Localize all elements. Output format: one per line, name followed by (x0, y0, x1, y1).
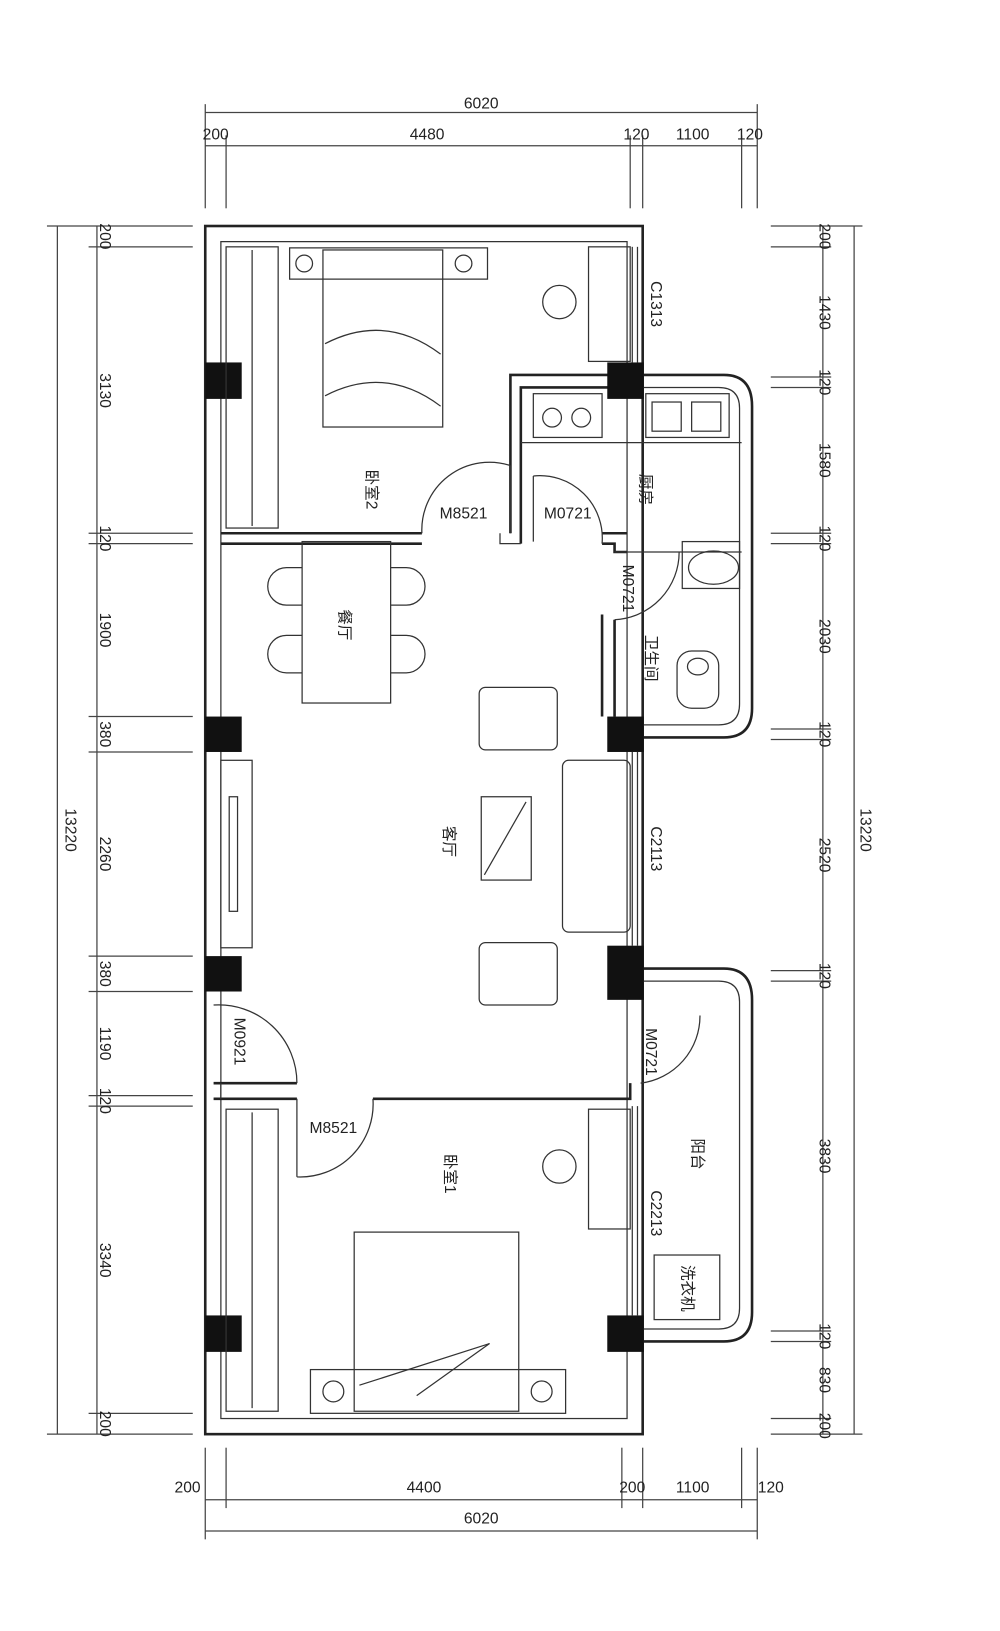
dim-right-seg: 830 (816, 1367, 833, 1393)
dim-right-seg: 2030 (816, 619, 833, 654)
dim-top-seg: 120 (737, 127, 763, 144)
stove (532, 393, 603, 439)
dim-right-seg: 2520 (816, 838, 833, 873)
dim-right-seg: 120 (816, 525, 833, 551)
dim-left-seg: 380 (96, 961, 113, 987)
dim-right-seg: 120 (816, 963, 833, 989)
doors (213, 461, 701, 1178)
window-label: C2213 (647, 1190, 664, 1236)
walls (203, 224, 754, 1436)
washing-machine (653, 1254, 721, 1321)
dim-left-seg: 1900 (96, 613, 113, 648)
door-label: M8521 (440, 506, 488, 523)
dim-right-seg: 120 (816, 369, 833, 395)
dim-right-seg: 1580 (816, 443, 833, 478)
dim-left-seg: 120 (96, 525, 113, 551)
dim-bottom-seg: 200 (175, 1479, 201, 1496)
dim-left-seg: 200 (96, 223, 113, 249)
desk-top (542, 246, 631, 363)
door-label: M0721 (544, 506, 592, 523)
left-dimensions: 13220 200 3130 120 1900 380 2260 380 1190 120 334… (46, 223, 193, 1437)
room-label-dining: 餐厅 (336, 609, 354, 640)
dim-left-total: 13220 (62, 808, 79, 852)
toilet (676, 650, 720, 709)
dim-top-seg: 120 (623, 127, 649, 144)
dim-right-seg: 1430 (816, 295, 833, 330)
tv-cabinet (220, 759, 253, 949)
door-label: M0721 (642, 1028, 659, 1076)
room-label-bathroom: 卫生间 (642, 635, 660, 682)
dining-table (267, 540, 426, 704)
dim-left-seg: 200 (96, 1411, 113, 1437)
washer-label: 洗衣机 (678, 1265, 696, 1312)
dim-bottom-total: 6020 (464, 1511, 499, 1528)
door-label: M8521 (309, 1120, 357, 1137)
room-label-balcony: 阳台 (689, 1138, 707, 1169)
columns (205, 362, 644, 1352)
dim-left-seg: 1190 (96, 1027, 113, 1061)
dim-right-seg: 120 (816, 721, 833, 747)
dim-bottom-seg: 120 (758, 1479, 784, 1496)
dim-right-total: 13220 (856, 808, 873, 852)
windows (631, 246, 639, 1316)
room-label-kitchen: 厨房 (637, 474, 655, 505)
door-label: M0721 (619, 565, 636, 613)
bed-bottom (309, 1231, 567, 1414)
bed-top (288, 247, 489, 428)
dim-bottom-seg: 1100 (676, 1479, 710, 1496)
sofa-set (478, 686, 631, 1006)
wardrobe-top (225, 246, 279, 529)
right-dimensions: 13220 (770, 225, 873, 1435)
dim-top-seg: 4480 (410, 127, 445, 144)
top-dimensions: 6020 200 4480 120 1100 120 (203, 95, 763, 209)
dim-left-seg: 380 (96, 721, 113, 747)
bottom-dimensions: 200 4400 200 1100 120 6020 (175, 1447, 784, 1540)
dim-left-seg: 120 (96, 1088, 113, 1114)
dim-right-seg: 120 (816, 1323, 833, 1349)
dim-left-seg: 2260 (96, 837, 113, 872)
dim-bottom-seg: 200 (619, 1479, 645, 1496)
wardrobe-bottom (225, 1108, 279, 1412)
dim-left-seg: 3340 (96, 1243, 113, 1278)
desk-bottom (542, 1108, 631, 1230)
dim-top-seg: 1100 (676, 127, 710, 144)
room-label-bedroom2: 卧室2 (363, 470, 381, 510)
dim-top-total: 6020 (464, 95, 499, 112)
room-label-bedroom1: 卧室1 (441, 1154, 459, 1194)
dim-bottom-seg: 4400 (407, 1479, 442, 1496)
dim-top-seg: 200 (203, 127, 229, 144)
dim-right-seg: 200 (816, 223, 833, 249)
window-label: C2113 (647, 826, 664, 871)
basin (681, 540, 741, 590)
dim-left-seg: 3130 (96, 373, 113, 408)
dim-right-seg: 200 (816, 1413, 833, 1439)
window-label: C1313 (647, 281, 664, 327)
dim-right-seg: 3830 (816, 1139, 833, 1174)
room-label-living: 客厅 (440, 826, 458, 857)
door-label: M0921 (230, 1018, 247, 1066)
sink (645, 393, 730, 439)
